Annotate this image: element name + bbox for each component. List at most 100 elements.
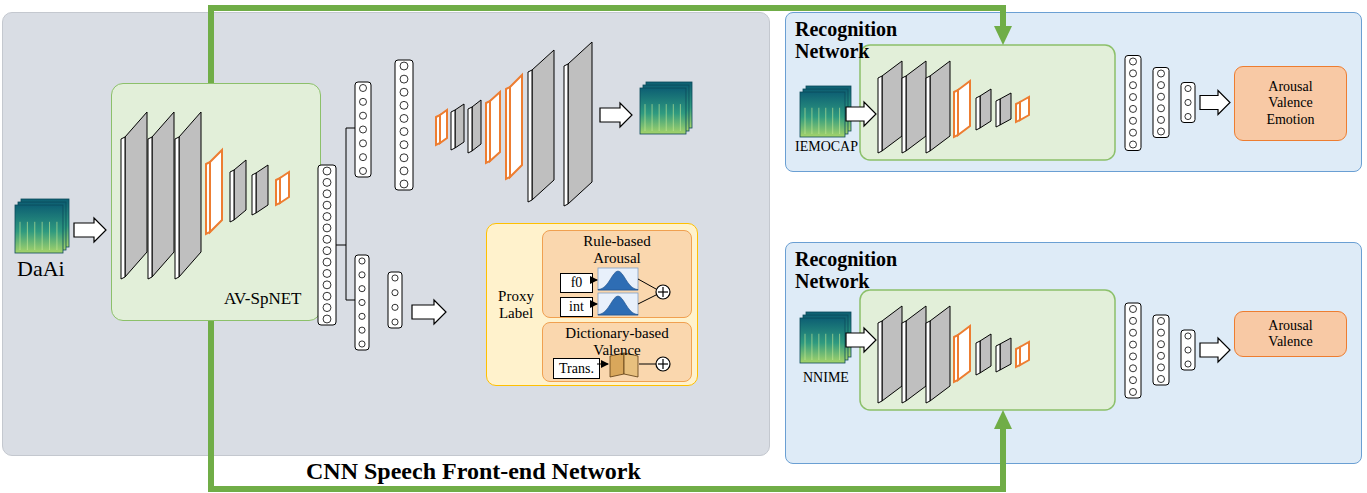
dictionary-icon <box>610 353 624 377</box>
feature-vector <box>1153 315 1169 385</box>
spectrogram-streak <box>659 104 660 131</box>
vector-unit <box>359 98 366 105</box>
vector-unit <box>359 341 365 347</box>
conv-layer-edge <box>902 321 906 403</box>
vector-unit <box>359 299 365 305</box>
transfer-arrow <box>211 321 1003 489</box>
valence-dictionary-box-text: Dictionary-based Valence <box>552 325 682 358</box>
vector-unit <box>359 327 365 333</box>
spectrogram-streak <box>666 104 667 131</box>
feature-box: f0 <box>560 273 593 293</box>
flow-line <box>346 300 355 301</box>
flow-line <box>638 295 656 304</box>
conv-layer-edge <box>206 162 210 234</box>
conv-layer-edge <box>926 321 930 403</box>
vector-unit <box>359 313 365 319</box>
vector-unit <box>323 315 331 323</box>
transfer-arrow <box>211 8 1003 83</box>
vector-unit <box>1185 361 1191 367</box>
transcript-box: Trans. <box>553 358 600 379</box>
vector-unit <box>1129 70 1136 77</box>
spectrogram <box>15 205 63 253</box>
vector-unit <box>323 304 331 312</box>
vector-unit <box>392 290 398 296</box>
vector-unit <box>1129 82 1136 89</box>
conv-layer-edge <box>926 76 930 153</box>
vector-unit <box>1157 341 1164 348</box>
conv-layer <box>532 50 554 200</box>
conv-layer <box>568 42 592 204</box>
vector-unit <box>1157 317 1164 324</box>
output-box: Arousal Valence Emotion <box>1234 66 1347 141</box>
vector-unit <box>1129 94 1136 101</box>
sum-symbol <box>662 359 663 369</box>
flow-line <box>638 279 656 289</box>
conv-layer <box>958 81 970 135</box>
vector-unit <box>1185 99 1191 105</box>
sum-symbol <box>656 285 670 299</box>
spectrogram <box>643 85 689 131</box>
spectrogram <box>803 315 848 360</box>
conv-layer <box>179 112 201 277</box>
spectrogram-streak <box>839 108 840 134</box>
vector-unit <box>359 84 366 91</box>
spectrogram-streak <box>818 108 819 134</box>
block-arrow <box>846 328 876 352</box>
vector-unit <box>323 178 331 186</box>
vector-unit <box>1129 353 1136 360</box>
block-arrow <box>1200 338 1230 362</box>
feature-box-text: int <box>569 299 584 314</box>
feature-box-text: f0 <box>571 275 583 290</box>
proxy-label-box: Proxy LabelRule-based Arousalf0intDictio… <box>486 223 698 386</box>
recognition-panel: Recognition NetworkArousal Valence <box>785 242 1362 464</box>
vector-unit <box>1129 365 1136 372</box>
vector-unit <box>1157 105 1164 112</box>
spectrogram-streak <box>832 334 833 360</box>
output-box: Arousal Valence <box>1234 311 1347 357</box>
front-end-panel: CNN Speech Front-end NetworkAV-SpNETProx… <box>2 12 770 456</box>
spectrogram-streak <box>811 108 812 134</box>
recognition-panel-text: Recognition Network <box>795 18 925 62</box>
block-arrow <box>1200 91 1230 115</box>
vector-unit <box>400 88 408 96</box>
recognition-panel-text: Recognition Network <box>795 248 925 292</box>
conv-layer <box>210 150 222 232</box>
spectrogram <box>18 202 66 250</box>
vector-unit <box>1157 128 1164 135</box>
vector-unit <box>359 140 366 147</box>
arousal-rule-box: Rule-based Arousalf0int <box>542 230 692 318</box>
conv-layer <box>1020 342 1029 365</box>
conv-layer-edge <box>996 344 1000 372</box>
feature-vector <box>1153 68 1169 138</box>
conv-layer <box>980 89 991 128</box>
spectrogram <box>803 89 848 134</box>
transcript-box-text: Trans. <box>559 361 594 376</box>
conv-layer <box>510 75 522 177</box>
conv-layer <box>882 306 902 401</box>
vector-unit <box>400 141 408 149</box>
conv-layer-edge <box>976 341 980 375</box>
feature-vector <box>1181 83 1195 123</box>
spectrogram <box>21 199 69 247</box>
spectrogram <box>800 318 845 363</box>
vector-unit <box>1129 329 1136 336</box>
vector-unit <box>323 167 331 175</box>
vector-unit <box>1157 352 1164 359</box>
vector-unit <box>1129 58 1136 65</box>
feature-box: int <box>560 297 593 317</box>
conv-layer-edge <box>902 76 906 153</box>
feature-vector <box>355 82 371 177</box>
dataset-label: DaAi <box>17 257 65 281</box>
vector-unit <box>323 270 331 278</box>
cnn-box <box>860 290 1115 410</box>
vector-unit <box>392 304 398 310</box>
flow-line <box>590 304 597 305</box>
spectrogram <box>806 312 851 357</box>
vector-unit <box>359 154 366 161</box>
conv-layer <box>1000 338 1011 370</box>
flow-line <box>597 364 608 365</box>
proxy-label-box-text: Proxy Label <box>492 288 540 321</box>
conv-layer-edge <box>564 64 568 206</box>
feature-vector <box>395 60 413 190</box>
spectrogram-streak <box>673 104 674 131</box>
